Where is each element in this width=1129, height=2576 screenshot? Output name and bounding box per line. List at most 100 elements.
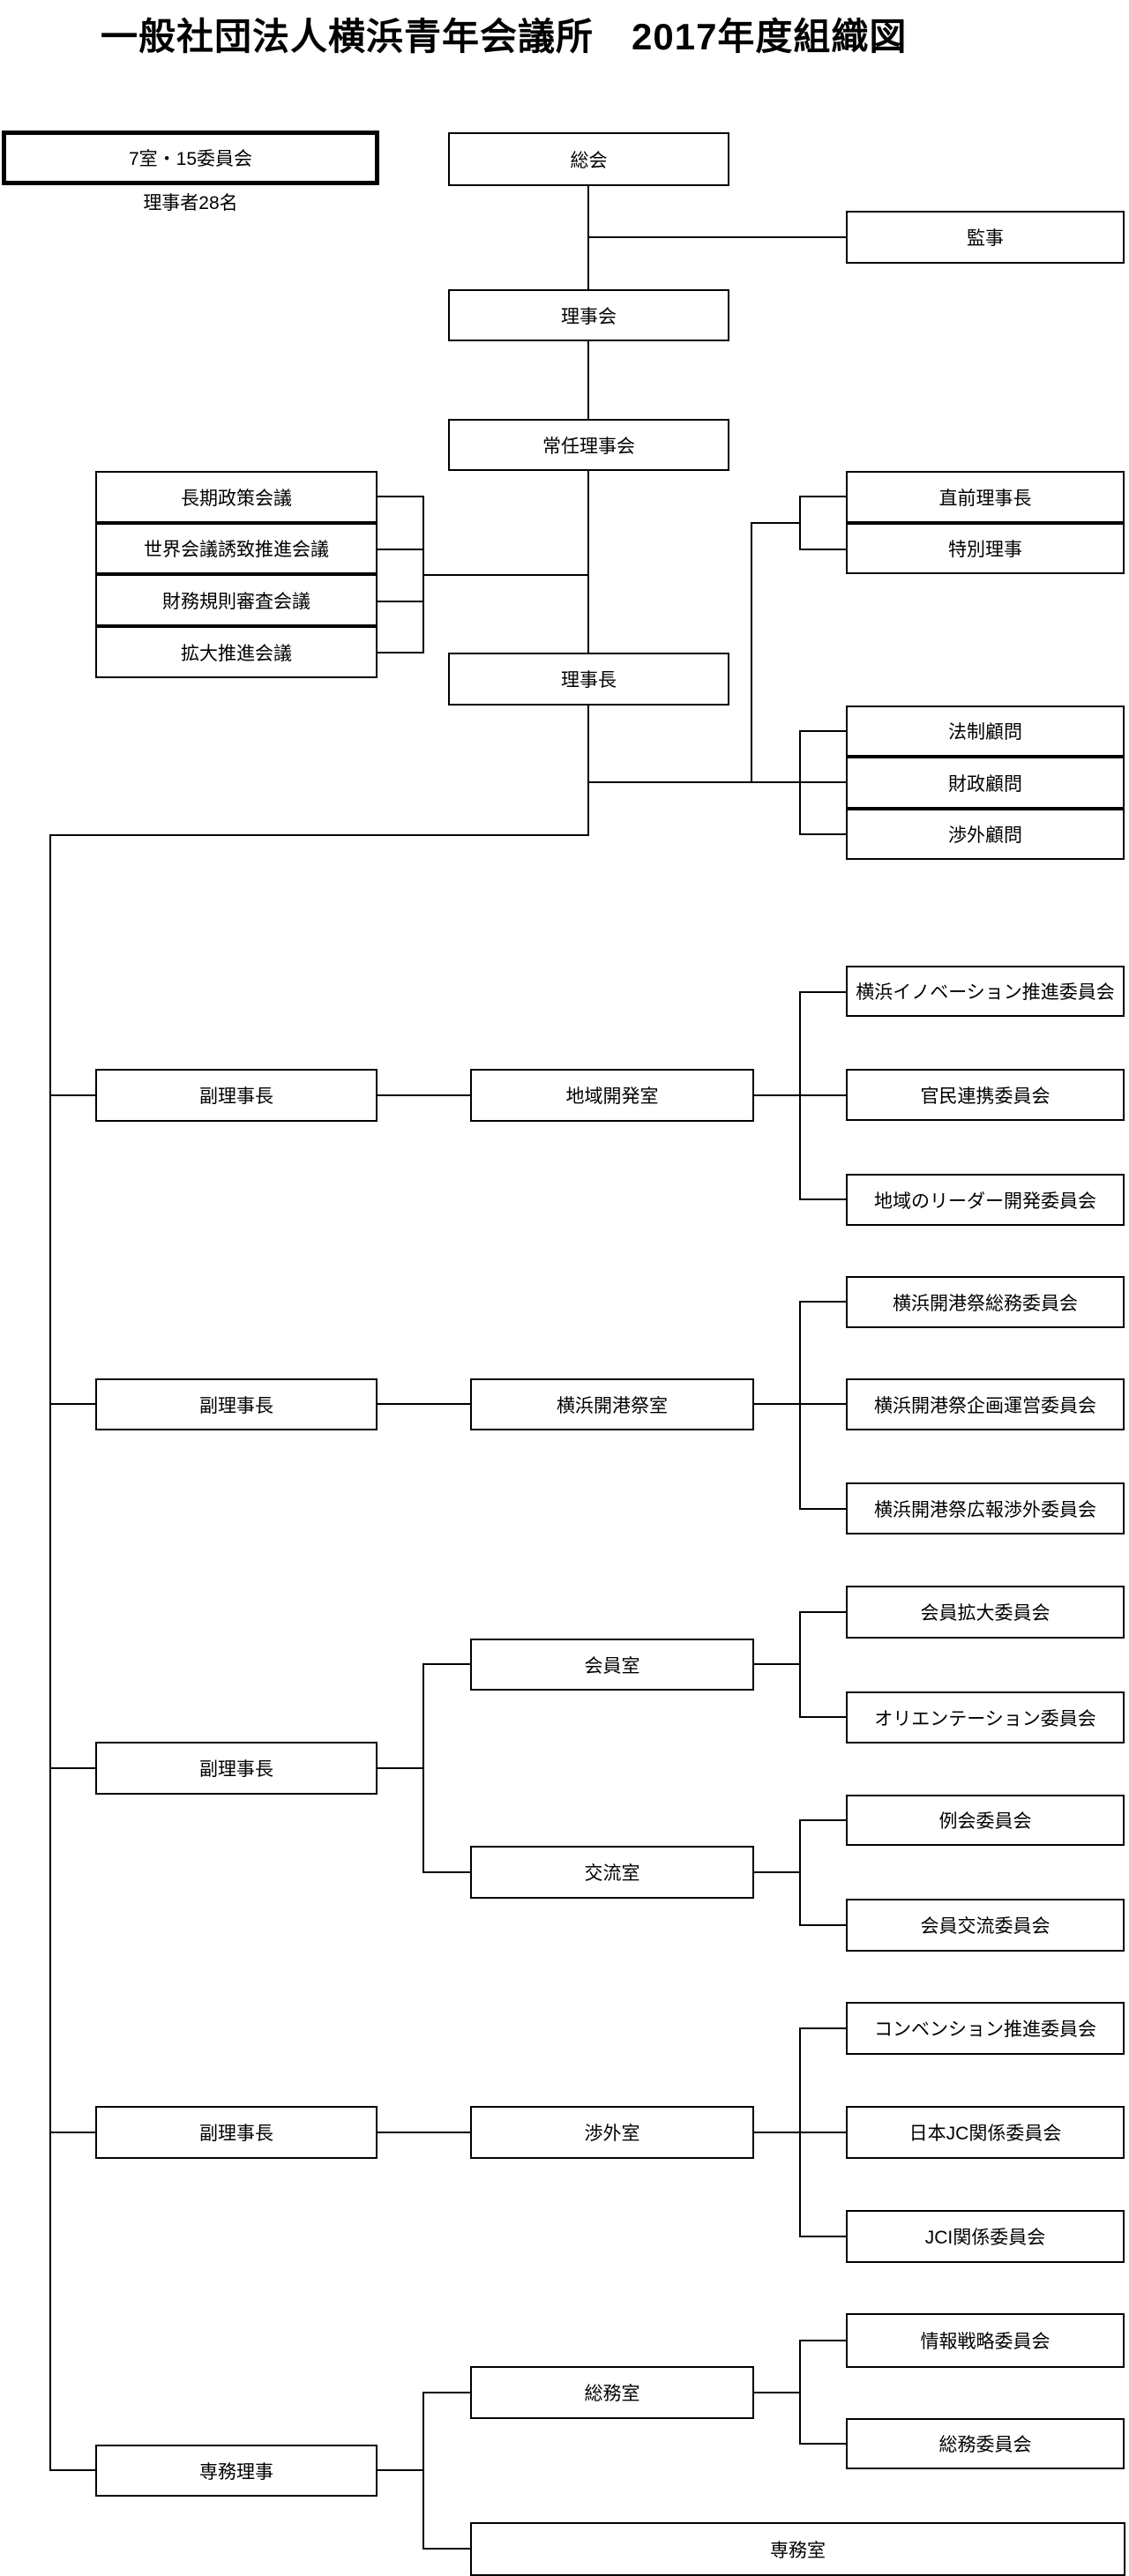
connector-line (799, 730, 847, 732)
connector-line (49, 1767, 96, 1769)
org-box-world-conference-council: 世界会議誘致推進会議 (95, 523, 378, 574)
connector-line (799, 1924, 847, 1926)
connector-line (422, 2392, 471, 2393)
connector-line (799, 2340, 847, 2341)
org-box-vice-president-3: 副理事長 (95, 1742, 378, 1795)
org-box-regional-leader-cmte: 地域のリーダー開発委員会 (846, 1174, 1125, 1226)
org-box-executive-director: 専務理事 (95, 2445, 378, 2497)
connector-line (587, 470, 589, 653)
org-box-expansion-council: 拡大推進会議 (95, 626, 378, 678)
org-box-general-affairs-cmte: 総務委員会 (846, 2418, 1125, 2469)
connector-line (799, 496, 847, 497)
connector-line (799, 1611, 801, 1718)
connector-line (799, 2027, 847, 2029)
org-box-member-exchange-cmte: 会員交流委員会 (846, 1899, 1125, 1952)
connector-line (799, 991, 847, 993)
org-box-port-festival-pr-cmte: 横浜開港祭広報渉外委員会 (846, 1482, 1125, 1534)
connector-line (587, 340, 589, 420)
connector-line (753, 1871, 801, 1873)
org-box-public-private-cmte: 官民連携委員会 (846, 1069, 1125, 1121)
org-box-yokohama-innovation-cmte: 横浜イノベーション推進委員会 (846, 966, 1125, 1017)
connector-line (377, 652, 424, 653)
connector-line (49, 834, 51, 2471)
connector-line (587, 236, 847, 238)
org-box-port-festival-office: 横浜開港祭室 (470, 1378, 754, 1430)
org-box-external-advisor: 渉外顧問 (846, 809, 1125, 860)
org-box-membership-expansion-cmte: 会員拡大委員会 (846, 1586, 1125, 1639)
org-box-general-affairs-office: 総務室 (470, 2366, 754, 2419)
page-title: 一般社団法人横浜青年会議所 2017年度組織図 (101, 16, 908, 57)
org-box-legal-advisor: 法制顧問 (846, 706, 1125, 757)
org-box-board-of-directors: 理事会 (448, 289, 729, 341)
org-box-jci-cmte: JCI関係委員会 (846, 2210, 1125, 2263)
connector-line (49, 2469, 96, 2471)
connector-line (377, 2132, 471, 2133)
connector-line (799, 833, 847, 835)
connector-line (587, 781, 847, 783)
org-box-vice-president-2: 副理事長 (95, 1378, 378, 1430)
connector-line (753, 1663, 801, 1665)
connector-line (799, 1819, 847, 1821)
org-box-port-festival-planning-cmte: 横浜開港祭企画運営委員会 (846, 1378, 1125, 1430)
connector-line (587, 705, 589, 836)
org-box-vice-president-4: 副理事長 (95, 2106, 378, 2159)
connector-line (49, 1403, 96, 1405)
org-box-immediate-past-president: 直前理事長 (846, 471, 1125, 523)
connector-line (799, 1508, 847, 1510)
org-box-info-strategy-cmte: 情報戦略委員会 (846, 2313, 1125, 2368)
connector-line (799, 991, 801, 1200)
org-box-finance-rules-council: 財務規則審査会議 (95, 574, 378, 626)
connector-line (49, 834, 589, 836)
org-box-long-term-policy-council: 長期政策会議 (95, 471, 378, 523)
org-box-exchange-office: 交流室 (470, 1846, 754, 1899)
org-box-finance-advisor: 財政顧問 (846, 757, 1125, 809)
connector-line (751, 522, 752, 783)
org-box-auditor: 監事 (846, 211, 1125, 264)
org-box-membership-office: 会員室 (470, 1639, 754, 1691)
org-box-port-festival-general-cmte: 横浜開港祭総務委員会 (846, 1276, 1125, 1328)
connector-line (377, 1094, 471, 1096)
connector-line (422, 1871, 471, 1873)
connector-line (377, 2469, 424, 2471)
org-box-orientation-cmte: オリエンテーション委員会 (846, 1691, 1125, 1743)
connector-line (799, 2027, 801, 2237)
org-box-general-assembly: 総会 (448, 132, 729, 186)
connector-line (422, 2392, 424, 2550)
connector-line (751, 522, 801, 524)
connector-line (422, 574, 589, 576)
connector-line (377, 1403, 471, 1405)
connector-line (377, 601, 424, 602)
connector-line (799, 1301, 847, 1303)
connector-line (377, 1767, 424, 1769)
org-box-regional-dev-office: 地域開発室 (470, 1069, 754, 1122)
org-box-japan-jc-cmte: 日本JC関係委員会 (846, 2106, 1125, 2159)
connector-line (422, 2548, 471, 2550)
org-box-executive-office: 専務室 (470, 2522, 1125, 2576)
org-box-external-affairs-office: 渉外室 (470, 2106, 754, 2159)
org-box-convention-cmte: コンベンション推進委員会 (846, 2002, 1125, 2055)
connector-line (377, 496, 424, 497)
org-box-regular-meeting-cmte: 例会委員会 (846, 1795, 1125, 1846)
connector-line (799, 2443, 847, 2445)
connector-line (422, 1663, 424, 1873)
org-box-legend-summary: 7室・15委員会 (2, 131, 379, 185)
connector-line (799, 2340, 801, 2445)
connector-line (799, 1301, 801, 1510)
legend-caption: 理事者28名 (143, 193, 238, 213)
org-box-special-director: 特別理事 (846, 523, 1125, 574)
connector-line (799, 1819, 801, 1926)
org-box-president: 理事長 (448, 653, 729, 706)
org-box-standing-board: 常任理事会 (448, 419, 729, 471)
connector-line (799, 1198, 847, 1200)
connector-line (49, 2132, 96, 2133)
org-box-vice-president-1: 副理事長 (95, 1069, 378, 1122)
connector-line (377, 549, 424, 550)
connector-line (799, 2236, 847, 2237)
connector-line (799, 549, 847, 550)
connector-line (799, 730, 801, 835)
connector-line (49, 1094, 96, 1096)
connector-line (422, 1663, 471, 1665)
connector-line (799, 1611, 847, 1613)
connector-line (799, 1716, 847, 1718)
